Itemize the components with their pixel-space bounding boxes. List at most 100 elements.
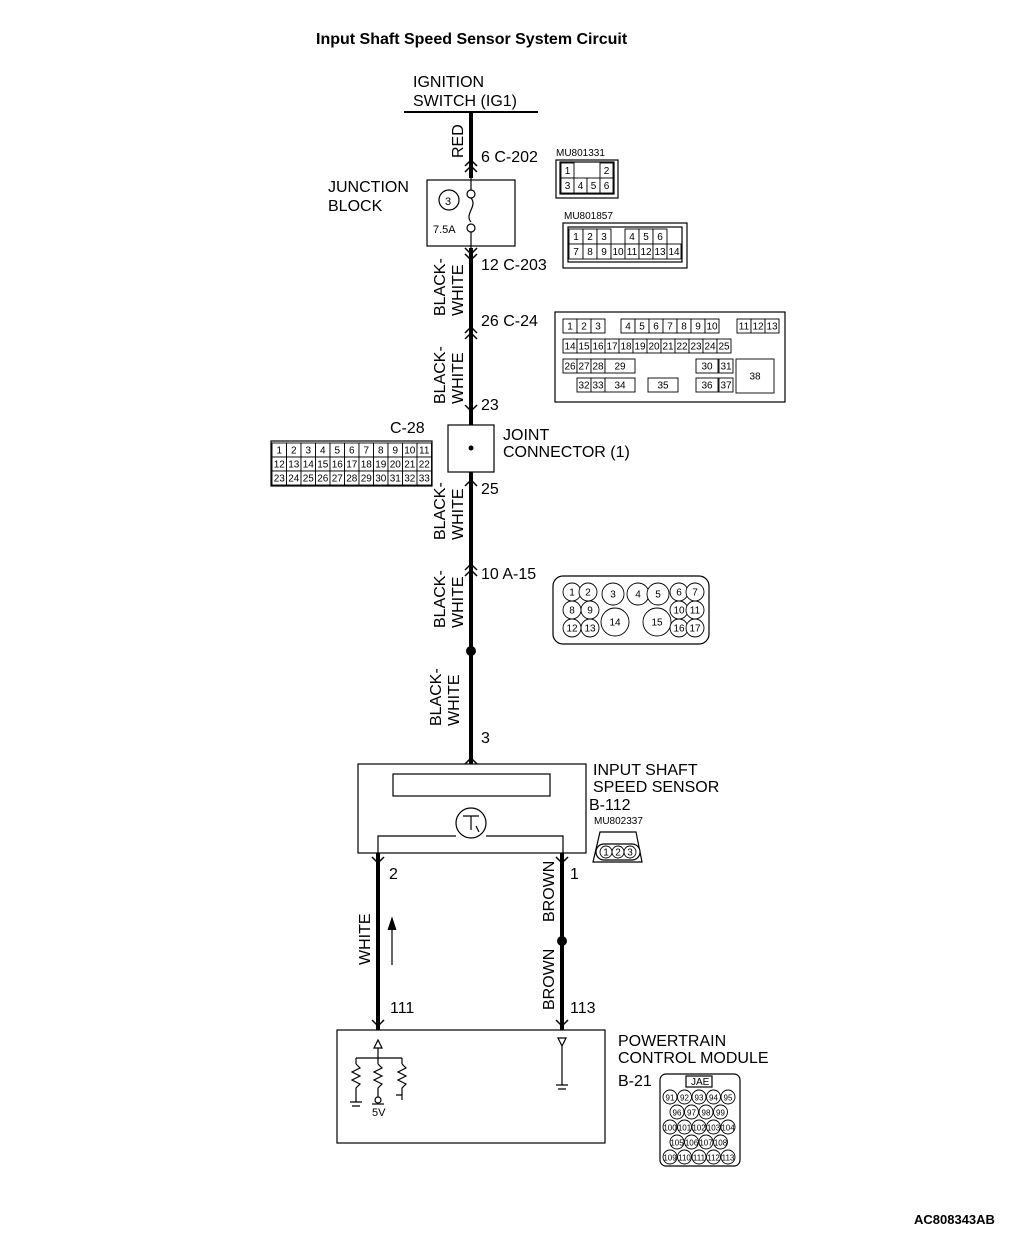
c28-pin-14: 14 bbox=[303, 460, 315, 471]
mu801857-pin-5: 5 bbox=[643, 232, 649, 243]
mu801331-pin-6: 6 bbox=[604, 181, 610, 192]
a15-pin-17: 17 bbox=[689, 624, 701, 635]
a15-pin-10: 10 bbox=[673, 606, 685, 617]
mu801857-pin-2: 2 bbox=[587, 232, 593, 243]
c28-pin-17: 17 bbox=[346, 460, 358, 471]
c28-pin-33: 33 bbox=[419, 474, 431, 485]
ignition-switch-label-2: SWITCH (IG1) bbox=[413, 93, 517, 110]
a15-pin-9: 9 bbox=[587, 606, 593, 617]
terminal-25: 25 bbox=[481, 481, 499, 498]
b21-pin-108: 108 bbox=[714, 1139, 728, 1148]
wire-label-bw5b: WHITE bbox=[446, 674, 463, 726]
c28-pin-3: 3 bbox=[305, 446, 311, 457]
mu801857-pin-10: 10 bbox=[612, 247, 624, 258]
c28-pin-24: 24 bbox=[288, 474, 300, 485]
c24-pin-30: 30 bbox=[701, 362, 713, 373]
b21-pin-102: 102 bbox=[692, 1124, 706, 1133]
b21-pin-112: 112 bbox=[707, 1154, 720, 1163]
b21-pin-92: 92 bbox=[680, 1094, 689, 1103]
b21-pin-109-cell bbox=[662, 1149, 678, 1165]
b112-pin-1: 1 bbox=[603, 848, 609, 859]
b21-pin-99: 99 bbox=[716, 1109, 725, 1118]
mu801857-pin-9: 9 bbox=[601, 247, 607, 258]
c28-pin-19: 19 bbox=[375, 460, 387, 471]
wire-label-bw5a: BLACK- bbox=[428, 668, 445, 726]
mu801857-pin-14: 14 bbox=[668, 247, 680, 258]
b21-pin-92-cell bbox=[677, 1089, 692, 1105]
a15-pin-4: 4 bbox=[635, 590, 641, 601]
b21-pin-97-cell bbox=[684, 1104, 699, 1120]
mu801331-pin-5: 5 bbox=[591, 181, 597, 192]
wire-label-bw1a: BLACK- bbox=[432, 258, 449, 316]
b21-pin-106: 106 bbox=[685, 1139, 699, 1148]
c28-pin-12: 12 bbox=[274, 460, 286, 471]
wire-label-bw3b: WHITE bbox=[450, 488, 467, 540]
pcm-label-1: POWERTRAIN bbox=[618, 1033, 726, 1050]
a15-pin-5: 5 bbox=[655, 590, 661, 601]
a15-pin-15: 15 bbox=[651, 618, 663, 629]
c28-pin-18: 18 bbox=[361, 460, 373, 471]
mu801331-pin-4: 4 bbox=[578, 181, 584, 192]
c24-pin-4: 4 bbox=[625, 322, 631, 333]
a15-pin-15-cell bbox=[642, 607, 672, 637]
c24-pin-6: 6 bbox=[653, 322, 659, 333]
mu801857-pin-7: 7 bbox=[573, 247, 579, 258]
c28-pin-28: 28 bbox=[346, 474, 358, 485]
terminal-c203: 12 C-203 bbox=[481, 257, 547, 274]
junction-block-label-2: BLOCK bbox=[328, 198, 383, 215]
c24-pin-36: 36 bbox=[701, 381, 713, 392]
a15-pin-8: 8 bbox=[569, 606, 575, 617]
c24-pin-14: 14 bbox=[564, 342, 576, 353]
c24-pin-30-cell bbox=[695, 358, 719, 374]
c24-pin-15: 15 bbox=[578, 342, 590, 353]
c24-pin-25: 25 bbox=[718, 342, 730, 353]
c24-pin-35: 35 bbox=[657, 381, 669, 392]
b21-pin-93: 93 bbox=[695, 1094, 704, 1103]
c24-pin-9: 9 bbox=[695, 322, 701, 333]
b21-pin-104: 104 bbox=[721, 1124, 735, 1133]
c28-pin-7: 7 bbox=[363, 446, 369, 457]
mu801857-pin-4: 4 bbox=[629, 232, 635, 243]
wire-label-bw4a: BLACK- bbox=[432, 570, 449, 628]
a15-pin-11: 11 bbox=[690, 606, 701, 617]
junction-block-label-1: JUNCTION bbox=[328, 179, 409, 196]
c28-pin-33-cell bbox=[416, 470, 432, 486]
c24-pin-10: 10 bbox=[706, 322, 718, 333]
wire-label-bw2b: WHITE bbox=[450, 352, 467, 404]
a15-pin-3: 3 bbox=[610, 590, 616, 601]
b21-pin-96: 96 bbox=[673, 1109, 682, 1118]
b21-pin-113-cell bbox=[720, 1149, 736, 1165]
b21-pin-91: 91 bbox=[666, 1094, 675, 1103]
c24-pin-18: 18 bbox=[620, 342, 632, 353]
mu801857-pin-1: 1 bbox=[573, 232, 579, 243]
b21-pin-105-cell bbox=[669, 1134, 685, 1150]
b21-pin-95: 95 bbox=[724, 1094, 733, 1103]
c24-pin-28: 28 bbox=[592, 362, 604, 373]
a15-pin-5-cell bbox=[646, 582, 670, 606]
a15-pin-6: 6 bbox=[676, 588, 682, 599]
c24-pin-22: 22 bbox=[676, 342, 688, 353]
b112-pin-3: 3 bbox=[627, 848, 633, 859]
b21-pin-107: 107 bbox=[699, 1139, 713, 1148]
c28-pin-31: 31 bbox=[390, 474, 402, 485]
b21-pin-101-cell bbox=[677, 1119, 692, 1135]
c24-pin-17: 17 bbox=[606, 342, 618, 353]
c28-pin-8: 8 bbox=[378, 446, 384, 457]
pcm-label-2: CONTROL MODULE bbox=[618, 1050, 769, 1067]
c24-pin-10-cell bbox=[704, 318, 720, 334]
splice-point-brown bbox=[557, 936, 567, 946]
b21-pin-102-cell bbox=[691, 1119, 707, 1135]
b21-pin-99-cell bbox=[713, 1104, 728, 1120]
mu801331-pin-6-cell bbox=[599, 177, 614, 194]
c28-pin-16: 16 bbox=[332, 460, 344, 471]
b21-pin-108-cell bbox=[713, 1134, 728, 1150]
a15-pin-13-cell bbox=[580, 618, 600, 638]
b21-pin-98-cell bbox=[698, 1104, 714, 1120]
a15-pin-17-cell bbox=[685, 618, 705, 638]
c24-pin-34-cell bbox=[604, 377, 636, 393]
